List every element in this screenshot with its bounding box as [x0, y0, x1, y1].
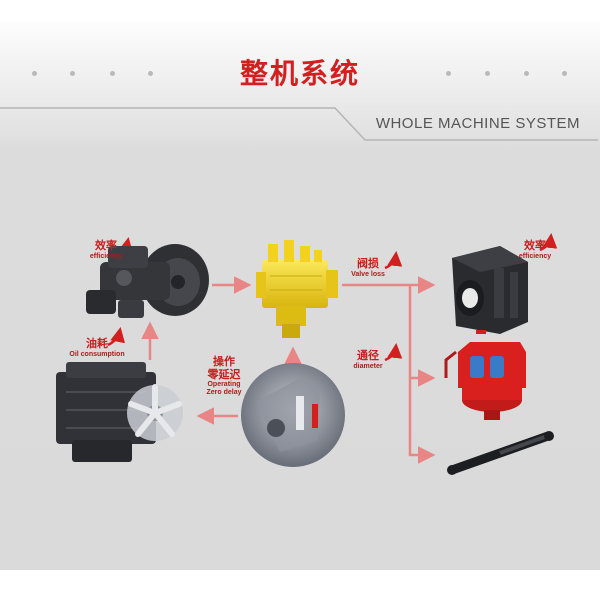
- label-operating-delay: 操作 零延迟 Operating Zero delay: [196, 355, 252, 397]
- label-motor-efficiency-en: efficiency: [518, 252, 552, 260]
- label-diameter: 通径 diameter: [348, 349, 388, 371]
- diesel-engine-icon: [56, 362, 183, 462]
- decor-dot: [32, 71, 37, 76]
- label-valve-loss-zh: 阀损: [357, 257, 379, 270]
- control-valve-icon: [256, 240, 338, 338]
- arrow-valve-to-cylinder: [408, 285, 436, 464]
- header-divider: [0, 107, 598, 141]
- label-diameter-zh: 通径: [357, 349, 379, 362]
- decor-dot: [110, 71, 115, 76]
- hydraulic-cylinder-icon: [447, 431, 554, 475]
- cab-operator-icon: [241, 363, 345, 467]
- label-operating-en: Operating: [207, 381, 241, 389]
- decor-dot: [70, 71, 75, 76]
- label-zero-delay-zh: 零延迟: [207, 367, 241, 381]
- page-title: 整机系统: [239, 57, 360, 90]
- label-valve-loss: 阀损 Valve loss: [346, 257, 390, 279]
- decor-dot: [446, 71, 451, 76]
- travel-motor-icon: [452, 246, 528, 334]
- label-pump-efficiency: 效率 efficiency: [80, 239, 132, 261]
- label-oil-consumption-zh: 油耗: [86, 337, 108, 350]
- label-zero-delay-en: Zero delay: [206, 389, 242, 397]
- trend-arrow-motor: [539, 233, 558, 252]
- header-band: [0, 22, 600, 140]
- decor-dot: [562, 71, 567, 76]
- trend-arrow-valve: [384, 251, 403, 270]
- trend-arrow-engine: [107, 327, 125, 347]
- trend-arrow-diameter: [384, 343, 403, 362]
- page-subtitle: WHOLE MACHINE SYSTEM: [375, 115, 580, 132]
- label-motor-efficiency: 效率 efficiency: [510, 239, 560, 261]
- decor-dot: [485, 71, 490, 76]
- label-motor-efficiency-zh: 效率: [524, 239, 546, 252]
- swing-motor-icon: [444, 342, 526, 420]
- hydraulic-pump-icon: [86, 244, 209, 318]
- decor-dot: [524, 71, 529, 76]
- label-oil-consumption: 油耗 Oil consumption: [56, 337, 138, 359]
- label-pump-efficiency-zh: 效率: [95, 239, 117, 252]
- label-operating-zh: 操作: [213, 355, 235, 368]
- label-pump-efficiency-en: efficiency: [89, 252, 123, 260]
- label-oil-consumption-en: Oil consumption: [69, 350, 125, 358]
- label-diameter-en: diameter: [353, 362, 383, 370]
- label-valve-loss-en: Valve loss: [351, 270, 385, 278]
- decor-dot: [148, 71, 153, 76]
